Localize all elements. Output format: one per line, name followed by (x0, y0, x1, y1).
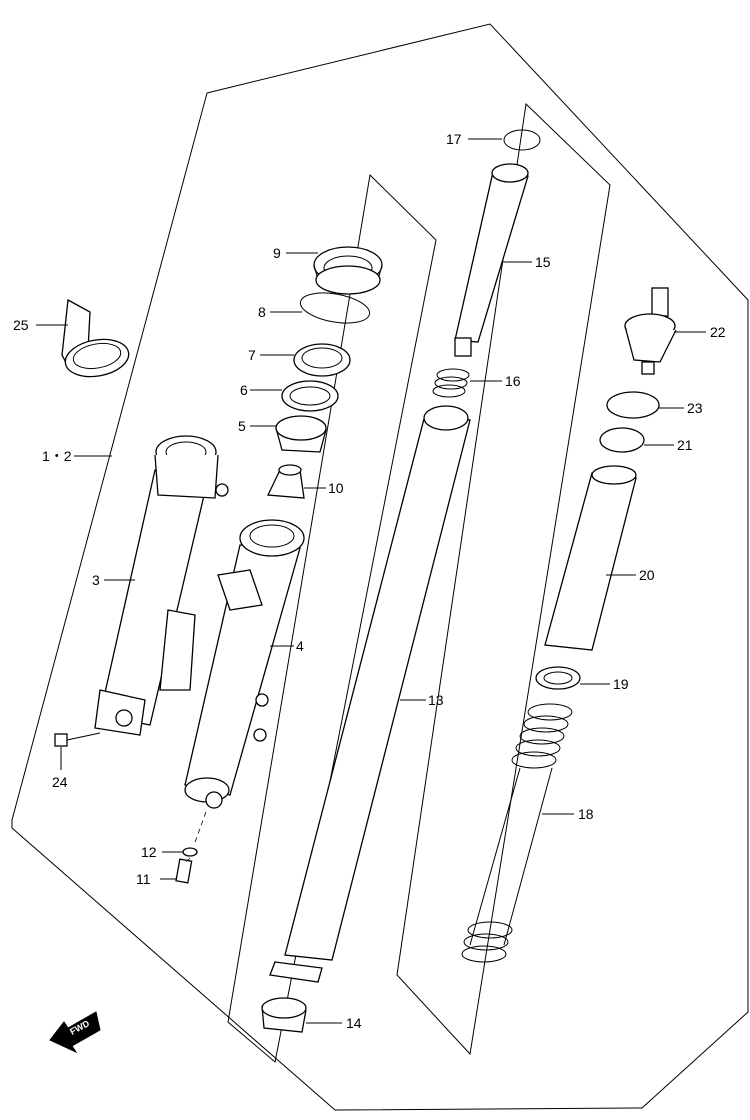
part-21-disc (599, 427, 645, 453)
label-21: 21 (677, 437, 693, 453)
part-20-spacer-tube (544, 465, 637, 651)
label-22: 22 (710, 324, 726, 340)
part-19-washer (535, 666, 581, 690)
part-5-bushing (275, 415, 327, 453)
part-7-oil-seal (293, 343, 351, 377)
label-24: 24 (52, 774, 68, 790)
label-12: 12 (141, 844, 157, 860)
label-3: 3 (92, 572, 100, 588)
fwd-arrow-icon: FWD (49, 1011, 101, 1054)
label-1-2: 1・2 (42, 448, 72, 464)
part-22-cap-bolt (624, 287, 677, 375)
outer-assembly-boundary (11, 23, 749, 1111)
label-20: 20 (639, 567, 655, 583)
part-24-bolt (54, 732, 101, 747)
inner-panel-cartridge (227, 173, 437, 1063)
part-3-outer-tube (94, 435, 229, 736)
alignment-dashes (185, 811, 207, 863)
part-8-clip-ring (299, 292, 371, 324)
part-14-bushing (261, 997, 307, 1033)
part-10-cone (267, 464, 305, 499)
label-11: 11 (136, 871, 151, 887)
part-18-main-spring (461, 703, 573, 963)
label-15: 15 (535, 254, 551, 270)
label-17: 17 (446, 131, 462, 147)
label-6: 6 (240, 382, 248, 398)
label-7: 7 (248, 347, 256, 363)
label-4: 4 (296, 638, 304, 654)
label-10: 10 (328, 480, 344, 496)
label-25: 25 (13, 317, 29, 333)
part-13-inner-tube (269, 405, 471, 983)
label-18: 18 (578, 806, 594, 822)
part-6-washer (281, 380, 339, 412)
part-25-fork-guard (61, 298, 130, 378)
part-23-o-ring (606, 391, 660, 419)
label-9: 9 (273, 245, 281, 261)
part-4-outer-tube (184, 519, 305, 809)
label-23: 23 (687, 400, 703, 416)
label-16: 16 (505, 373, 521, 389)
leader-lines (36, 138, 706, 1024)
right-panel-spring (396, 102, 611, 1056)
label-8: 8 (258, 304, 266, 320)
part-17-snap-ring (503, 129, 541, 151)
label-13: 13 (428, 692, 444, 708)
part-11-bolt (175, 858, 193, 884)
part-15-damper-rod (454, 163, 529, 357)
label-5: 5 (238, 418, 246, 434)
label-14: 14 (346, 1015, 362, 1031)
part-12-washer (182, 847, 198, 857)
part-16-spring (432, 368, 470, 398)
part-9-dust-seal (313, 246, 383, 295)
label-19: 19 (613, 676, 629, 692)
